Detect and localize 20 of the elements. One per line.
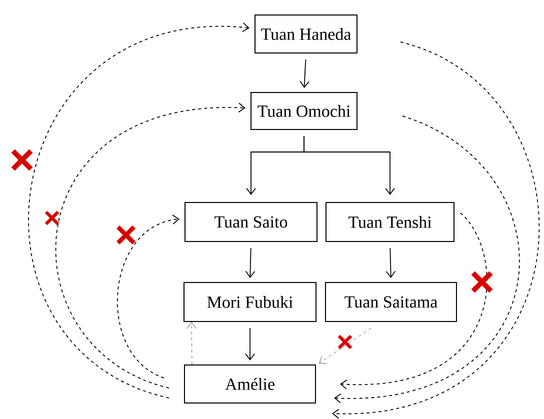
dashed-arrow [332, 42, 538, 419]
dashed-arrow [28, 22, 250, 398]
name-box: Tuan Saitama [325, 282, 457, 322]
name-box: Tuan Saito [184, 202, 318, 242]
name-box: Mori Fubuki [184, 282, 316, 322]
arrow [245, 248, 256, 278]
name-box: Tuan Tenshi [326, 202, 454, 242]
arrow [386, 248, 396, 278]
dashed-arrow [186, 322, 196, 365]
dashed-arrow [117, 214, 180, 378]
arrow [304, 136, 395, 195]
dashed-arrow [319, 328, 372, 364]
name-box: Amélie [184, 364, 316, 404]
dashed-arrow [340, 212, 488, 390]
dashed-arrow [56, 102, 246, 388]
arrow [245, 328, 255, 360]
name-box: Tuan Omochi [250, 92, 358, 130]
name-box: Tuan Haneda [254, 14, 358, 54]
dashed-arrow [334, 116, 520, 404]
arrow [300, 59, 310, 88]
